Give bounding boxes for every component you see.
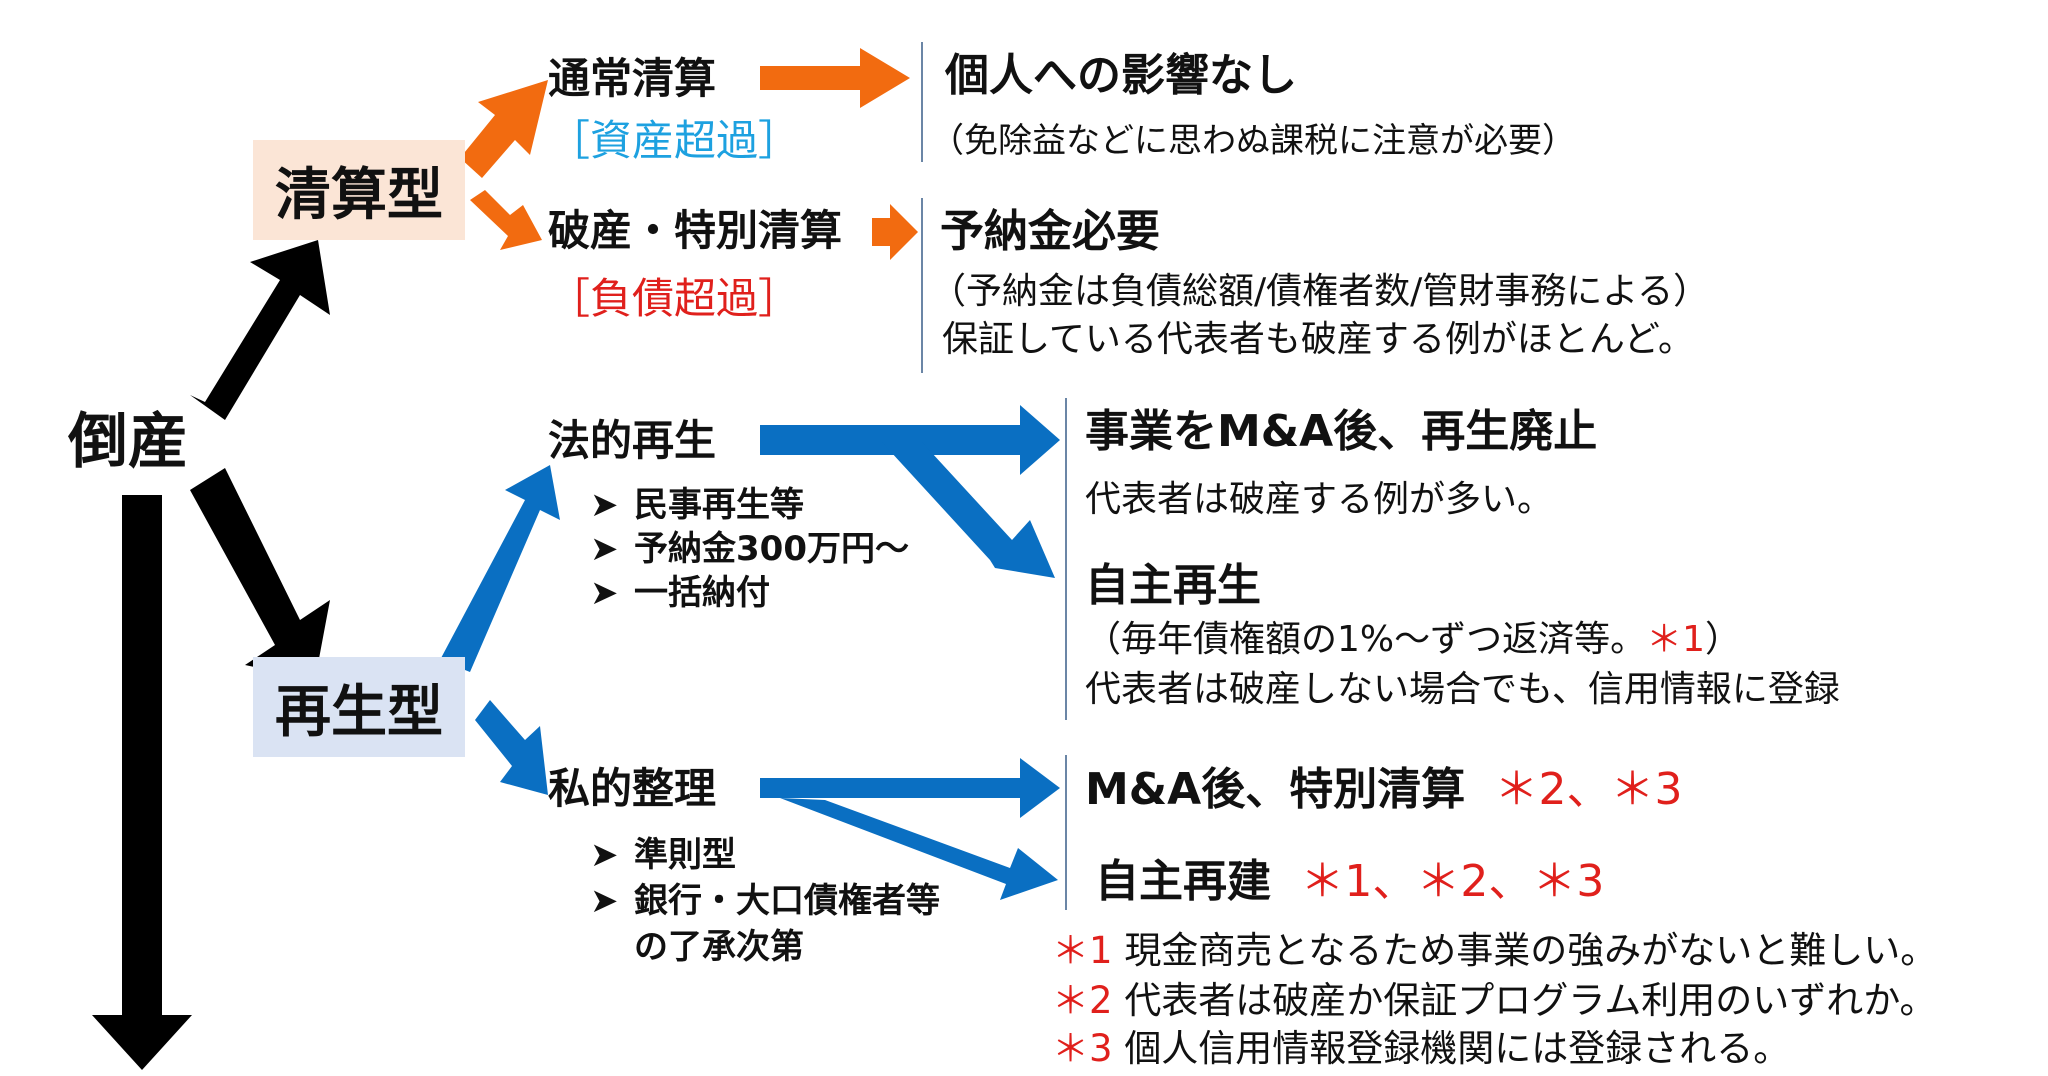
bankruptcy-result-arrow xyxy=(872,204,918,260)
footnote-refs: ＊2、＊3 xyxy=(1494,764,1683,815)
separator-private-outcomes xyxy=(1065,755,1067,910)
footnote-mark: ＊2 xyxy=(1052,979,1113,1022)
bankruptcy-tag: ［負債超過］ xyxy=(548,274,801,323)
footnote-text: 代表者は破産か保証プログラム利用のいずれか。 xyxy=(1124,979,1937,1022)
root-label: 倒産 xyxy=(68,407,188,477)
self-rehab-note-close: ） xyxy=(1705,619,1742,660)
footnote-mark: ＊1 xyxy=(1052,929,1113,972)
normal-liquidation-result: 個人への影響なし xyxy=(945,50,1297,101)
footnote-1: ＊1 現金商売となるため事業の強みがないと難しい。 xyxy=(1052,932,1937,969)
rehab-to-legal-arrow xyxy=(440,465,560,672)
root-to-liquidation-arrow xyxy=(190,240,330,420)
legal-to-self-rehab-arrow xyxy=(880,440,1055,578)
bullet-text: 銀行・大口債権者等 xyxy=(634,881,940,921)
self-rehab-note: （毎年債権額の1%～ずつ返済等。＊1） xyxy=(1085,622,1741,658)
normal-liquidation-note: （免除益などに思わぬ課税に注意が必要） xyxy=(930,121,1576,161)
rehabilitation-type-box: 再生型 xyxy=(253,657,465,757)
footnote-text: 現金商売となるため事業の強みがないと難しい。 xyxy=(1124,929,1938,972)
root-down-arrow xyxy=(92,495,192,1070)
private-arrangement-bullet-continuation: の了承次第 xyxy=(634,930,804,964)
self-rehab-note-text: （毎年債権額の1%～ずつ返済等。 xyxy=(1085,619,1647,660)
legal-rehab-bullet: ➤ 予納金300万円～ xyxy=(590,532,909,566)
footnote-mark: ＊3 xyxy=(1052,1027,1113,1070)
self-rebuild-text: 自主再建 xyxy=(1095,856,1271,907)
separator-legal-outcomes xyxy=(1065,398,1067,720)
footnote-ref: ＊1 xyxy=(1646,619,1706,660)
bullet-marker: ➤ xyxy=(590,485,619,525)
ma-abolish-note: 代表者は破産する例が多い。 xyxy=(1085,479,1554,520)
bullet-text: の了承次第 xyxy=(634,927,804,967)
liquidation-to-normal-arrow xyxy=(460,80,548,178)
bullet-text: 一括納付 xyxy=(634,573,770,613)
bankruptcy-note-2: 保証している代表者も破産する例がほとんど。 xyxy=(942,319,1695,360)
liquidation-type-box: 清算型 xyxy=(253,140,465,240)
private-to-self-rebuild-arrow xyxy=(780,798,1058,900)
bankruptcy-note-1: （予納金は負債総額/債権者数/管財事務による） xyxy=(930,271,1710,312)
bullet-marker: ➤ xyxy=(590,835,619,875)
private-to-ma-special-arrow xyxy=(760,758,1060,818)
self-rebuild-title: 自主再建 ＊1、＊2、＊3 xyxy=(1095,860,1604,904)
separator-liquidation-bankruptcy xyxy=(921,198,923,373)
self-rehab-note-2: 代表者は破産しない場合でも、信用情報に登録 xyxy=(1085,669,1840,710)
ma-special-liquidation-text: M&A後、特別清算 xyxy=(1085,764,1466,815)
bullet-text: 民事再生等 xyxy=(634,485,804,525)
bullet-text: 予納金300万円～ xyxy=(634,529,909,569)
liquidation-to-bankruptcy-arrow xyxy=(470,190,542,250)
bullet-marker: ➤ xyxy=(590,573,619,613)
legal-rehab-bullet: ➤ 一括納付 xyxy=(590,576,770,610)
footnote-2: ＊2 代表者は破産か保証プログラム利用のいずれか。 xyxy=(1052,982,1936,1019)
normal-liquidation-title: 通常清算 xyxy=(548,54,717,103)
bankruptcy-title: 破産・特別清算 xyxy=(548,206,843,255)
ma-special-liquidation-title: M&A後、特別清算 ＊2、＊3 xyxy=(1085,768,1683,812)
bankruptcy-result: 予納金必要 xyxy=(940,206,1160,257)
separator-liquidation-normal xyxy=(921,42,923,162)
private-arrangement-bullet: ➤ 準則型 xyxy=(590,838,736,872)
footnote-text: 個人信用情報登録機関には登録される。 xyxy=(1124,1027,1791,1070)
footnote-refs: ＊1、＊2、＊3 xyxy=(1300,856,1605,907)
self-rehab-title: 自主再生 xyxy=(1085,560,1261,611)
normal-liquidation-tag: ［資産超過］ xyxy=(548,116,801,165)
footnote-3: ＊3 個人信用情報登録機関には登録される。 xyxy=(1052,1030,1790,1067)
private-arrangement-bullet: ➤ 銀行・大口債権者等 xyxy=(590,884,940,918)
ma-abolish-title: 事業をM&A後、再生廃止 xyxy=(1085,406,1598,457)
bullet-text: 準則型 xyxy=(634,835,736,875)
bullet-marker: ➤ xyxy=(590,881,619,921)
root-to-rehab-arrow xyxy=(190,468,330,680)
legal-rehab-bullet: ➤ 民事再生等 xyxy=(590,488,804,522)
normal-result-arrow xyxy=(760,48,910,108)
private-arrangement-title: 私的整理 xyxy=(548,764,717,813)
bullet-marker: ➤ xyxy=(590,529,619,569)
rehab-to-private-arrow xyxy=(475,700,548,795)
legal-rehab-title: 法的再生 xyxy=(548,416,717,465)
